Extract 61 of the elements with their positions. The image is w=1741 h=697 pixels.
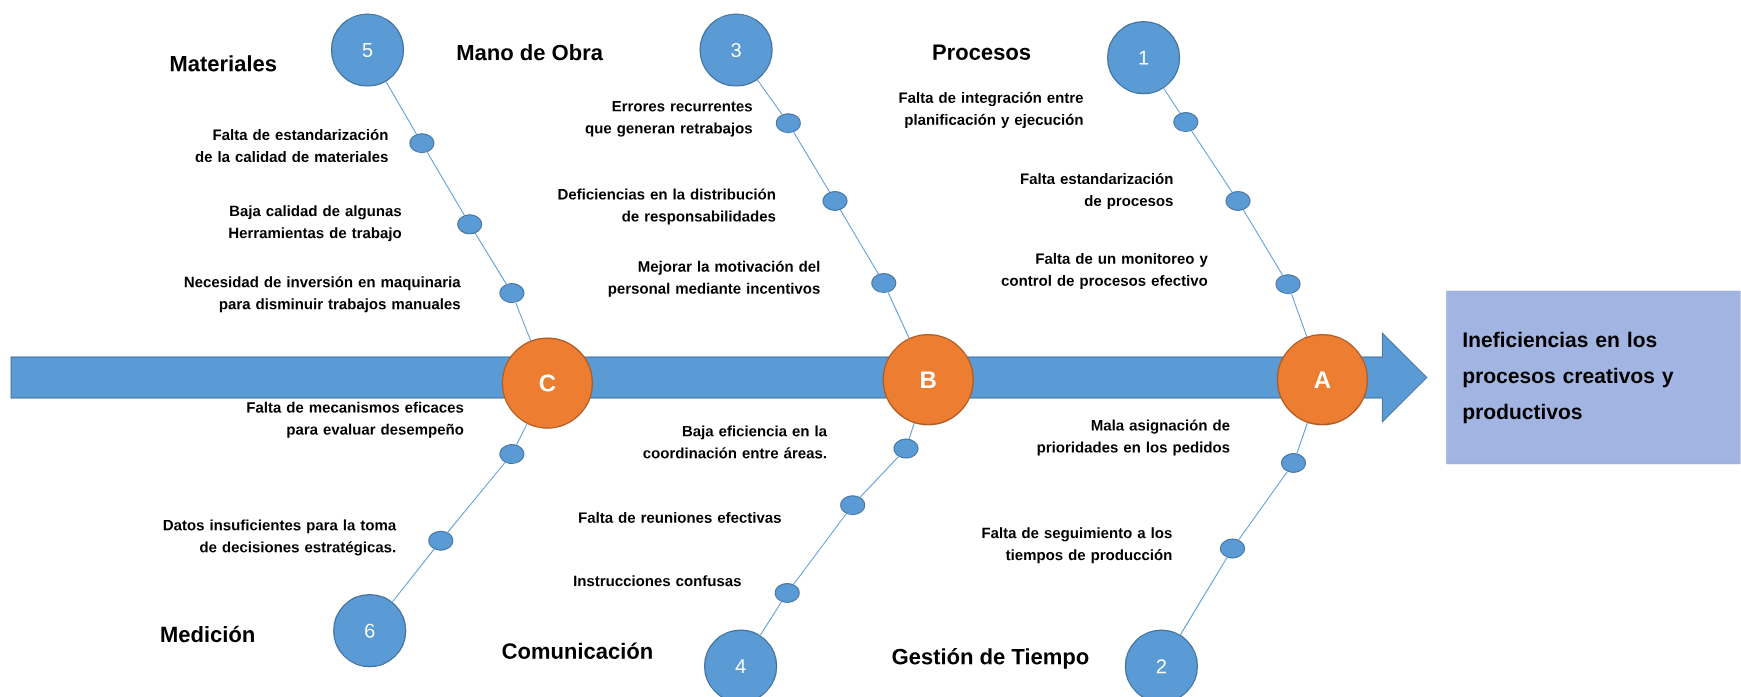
bone-line: [1191, 130, 1233, 193]
small-ellipse: [840, 495, 866, 516]
bone-line: [447, 461, 506, 533]
cause-text: Baja calidad de algunas Herramientas de trabajo: [229, 205, 402, 242]
small-ellipse: [457, 214, 483, 235]
small-ellipse: [1281, 453, 1306, 473]
cause-text: Errores recurrentes que generan retrabajos: [585, 101, 752, 137]
bone-line: [759, 601, 783, 636]
small-ellipse: [871, 273, 897, 294]
bone-line: [474, 232, 507, 285]
small-ellipse: [499, 283, 525, 304]
bone-line: [839, 209, 879, 275]
bone-line: [385, 81, 418, 135]
bone-line: [426, 151, 465, 216]
category-label: Procesos: [933, 44, 1031, 60]
bone-line: [1163, 87, 1181, 114]
cause-text: Falta de estandarización de la calidad de materiales: [195, 128, 388, 163]
bone-line: [515, 302, 532, 342]
category-label: Mano de Obra: [457, 44, 604, 61]
bone-line: [1179, 557, 1228, 636]
cause-text: Falta de mecanismos eficaces para evaluar desempeño: [247, 401, 464, 438]
small-ellipse: [1225, 191, 1251, 211]
small-ellipse: [822, 191, 848, 211]
cause-text: Datos insuficientes para la toma de decisiones estratégicas.: [163, 519, 397, 556]
bone-line: [859, 456, 899, 498]
small-ellipse: [1173, 112, 1199, 133]
small-ellipse: [1220, 538, 1245, 559]
bone-line: [516, 423, 528, 446]
cause-text: Mejorar la motivación del personal mediante incentivos: [608, 260, 820, 297]
cause-text: Falta estandarización de procesos: [1021, 172, 1173, 210]
category-label: Comunicación: [502, 642, 652, 659]
small-ellipse: [775, 113, 801, 134]
cause-text: Baja eficiencia en la coordinación entre áreas.: [643, 425, 828, 459]
category-label: Gestión de Tiempo: [892, 648, 1089, 669]
small-ellipse: [893, 438, 919, 459]
small-ellipse: [409, 133, 435, 154]
category-label: Medición: [161, 625, 254, 643]
bone-line: [1296, 422, 1308, 454]
effect-box: Ineficiencias en los procesos creativos y productivos: [1446, 290, 1741, 465]
cause-text: Falta de integración entre planificación y ejecución: [899, 91, 1083, 128]
cause-text: Necesidad de inversión en maquinaria para disminuir trabajos manuales: [184, 276, 461, 313]
bone-line: [391, 548, 435, 603]
cause-text: Instrucciones confusas: [574, 575, 741, 587]
bone-line: [1242, 209, 1284, 276]
cause-text: Deficiencias en la distribución de responsabilidades: [558, 188, 776, 225]
category-label: Materiales: [170, 55, 277, 72]
bone-line: [793, 131, 831, 193]
small-ellipse: [499, 444, 525, 465]
bone-line: [1238, 471, 1288, 541]
small-ellipse: [774, 582, 800, 603]
bone-line: [793, 513, 847, 585]
bone-line: [756, 79, 783, 115]
bone-line: [908, 422, 915, 440]
bone-line: [1290, 293, 1308, 338]
cause-text: Falta de seguimiento a los tiempos de producción: [982, 527, 1172, 564]
bone-line: [887, 292, 910, 339]
small-ellipse: [1275, 274, 1301, 295]
small-ellipse: [428, 530, 454, 551]
cause-text: Falta de un monitoreo y control de procesos efectivo: [1001, 252, 1208, 289]
cause-text: Mala asignación de prioridades en los pedidos: [1037, 419, 1230, 456]
cause-text: Falta de reuniones efectivas: [579, 511, 781, 523]
